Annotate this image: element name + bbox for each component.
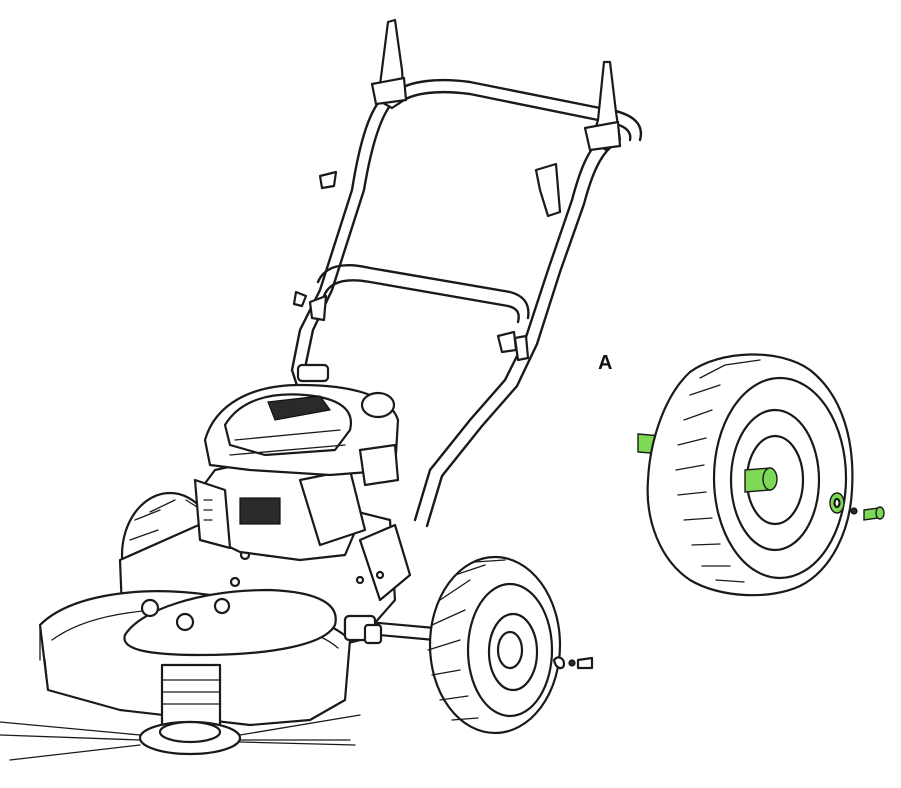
detail-callout-label: A (598, 352, 613, 374)
engine (193, 363, 400, 562)
detail-wheel-assembly (637, 353, 885, 597)
trimmer-head (0, 663, 361, 761)
front-wheel (427, 555, 594, 735)
axle (343, 614, 437, 645)
handle-assembly (290, 18, 643, 528)
